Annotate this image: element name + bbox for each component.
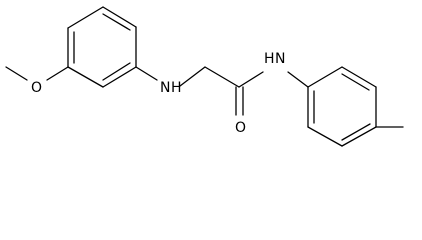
bond-methyl-o — [5, 66, 28, 81]
label-amide-n: N — [275, 51, 285, 67]
ring-tolyl — [307, 66, 377, 147]
structure-diagram: O N H H N O — [5, 6, 404, 147]
ring-methoxyphenyl — [67, 6, 137, 88]
label-oxygen-carbonyl: O — [235, 120, 246, 136]
label-oxygen-methoxy: O — [31, 80, 42, 96]
bond-nh-ch2 — [179, 66, 206, 87]
bond-ring1-nh — [135, 66, 158, 81]
bond-co-nh — [238, 71, 264, 88]
bond-nh-ring2 — [287, 71, 309, 88]
bond-ch2-co — [204, 66, 240, 88]
label-amide-h: H — [264, 51, 275, 67]
bond-o-ring1 — [46, 66, 69, 81]
label-amine-h: H — [171, 80, 182, 96]
label-amine-n: N — [160, 80, 170, 96]
